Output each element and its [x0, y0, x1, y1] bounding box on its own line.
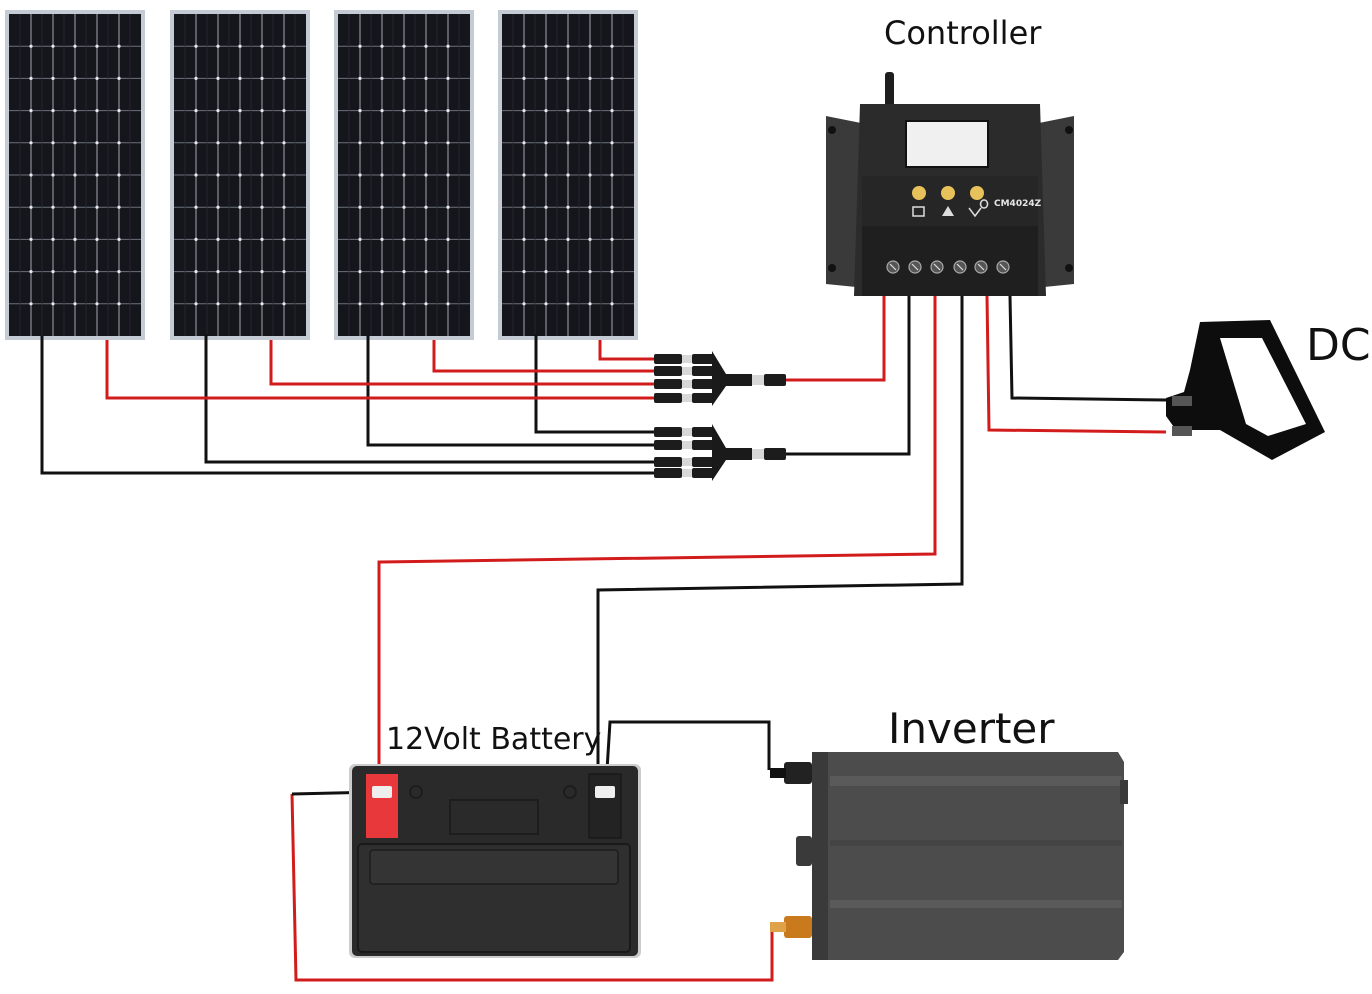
controller-model-label: CM4024Z [994, 199, 1042, 209]
wire-pv-negative-to-controller [784, 296, 911, 456]
solar-panel [334, 10, 474, 340]
charge-controller [826, 72, 1074, 296]
dc-label: DC [1306, 320, 1371, 371]
inverter-positive-terminal [784, 916, 812, 938]
solar-panels [5, 10, 638, 340]
wire-inverter-positive [290, 793, 774, 982]
mc4-branch-connectors [654, 351, 786, 481]
wire-panel4-negative [534, 334, 656, 434]
solar-panel [170, 10, 310, 340]
wire-battery-negative [596, 296, 964, 786]
battery [349, 764, 641, 958]
inverter-label: Inverter [888, 704, 1055, 753]
wire-inverter-negative [604, 720, 771, 787]
controller-lcd [905, 120, 989, 168]
wire-panel2-positive [269, 340, 656, 386]
dc-load-lamp [1166, 320, 1325, 460]
wire-battery-positive [377, 296, 937, 772]
warning-triangle-icon [942, 206, 954, 216]
wire-panel3-positive [432, 340, 656, 373]
controller-terminals [886, 260, 1010, 274]
wire-pv-positive-to-controller [784, 296, 886, 382]
solar-panel [5, 10, 145, 340]
wire-panel2-negative [204, 334, 656, 464]
solar-panel [498, 10, 638, 340]
battery-label: 12Volt Battery [386, 722, 602, 757]
wire-panel1-negative [40, 336, 656, 475]
inverter [770, 752, 1128, 960]
wiring [40, 295, 1167, 982]
branch-connector [654, 351, 786, 406]
controller-knob [912, 186, 926, 200]
battery-positive-terminal [366, 774, 398, 838]
bulb-icon [968, 199, 989, 218]
controller-label: Controller [884, 14, 1042, 52]
wire-load-positive [985, 295, 1167, 434]
battery-negative-terminal [588, 773, 622, 839]
branch-connector [654, 424, 786, 481]
square-icon [912, 206, 925, 217]
wire-panel4-positive [598, 340, 656, 361]
inverter-negative-terminal [784, 762, 812, 784]
wire-panel1-positive [105, 340, 656, 400]
controller-knob [970, 186, 984, 200]
controller-knob [941, 186, 955, 200]
wire-panel3-negative [366, 336, 656, 447]
wire-load-negative [1008, 295, 1167, 402]
